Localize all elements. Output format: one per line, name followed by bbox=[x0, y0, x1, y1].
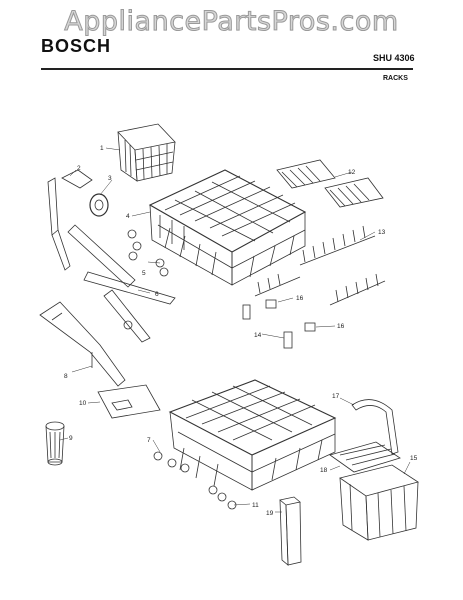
spray-arm-nut bbox=[89, 193, 109, 217]
rack-clips bbox=[242, 299, 316, 349]
callout-12: 12 bbox=[348, 169, 356, 176]
callout-8: 8 bbox=[64, 373, 68, 380]
lower-rack bbox=[168, 379, 337, 491]
callout-9: 9 bbox=[69, 435, 73, 442]
callout-18: 18 bbox=[320, 467, 328, 474]
callout-6: 6 bbox=[155, 291, 159, 298]
callout-19: 19 bbox=[266, 510, 274, 517]
tine-combs bbox=[276, 159, 384, 208]
callout-10: 10 bbox=[79, 400, 87, 407]
fine-filter bbox=[45, 421, 65, 466]
small-container bbox=[279, 496, 302, 566]
callout-11: 11 bbox=[252, 502, 259, 509]
brand-logo: BOSCH bbox=[41, 36, 112, 56]
callout-4: 4 bbox=[126, 213, 130, 220]
callout-16a: 16 bbox=[296, 295, 304, 302]
callout-5: 5 bbox=[142, 270, 146, 277]
callout-15: 15 bbox=[410, 455, 418, 462]
watermark: AppliancePartsPros.com bbox=[64, 6, 399, 38]
lower-spray-arm bbox=[39, 301, 126, 387]
cutlery-basket-small bbox=[117, 123, 176, 182]
lower-rack-wheels bbox=[153, 451, 237, 510]
upper-rack bbox=[148, 169, 307, 286]
upper-rack-wheels bbox=[127, 229, 169, 277]
section-title: RACKS bbox=[383, 75, 408, 82]
callout-17: 17 bbox=[332, 393, 340, 400]
basket-lid bbox=[329, 441, 401, 473]
callout-16b: 16 bbox=[337, 323, 345, 330]
cutlery-basket-large bbox=[339, 464, 419, 541]
callout-7: 7 bbox=[147, 437, 151, 444]
callout-3: 3 bbox=[108, 175, 112, 182]
spray-arm-clip bbox=[47, 169, 93, 271]
rack-handle bbox=[351, 399, 399, 455]
callout-1: 1 bbox=[100, 145, 104, 152]
filter-plate bbox=[97, 384, 161, 419]
model-number: SHU 4306 bbox=[373, 53, 415, 63]
upper-spray-arm bbox=[67, 224, 176, 343]
callout-14: 14 bbox=[254, 332, 262, 339]
callout-2: 2 bbox=[77, 165, 81, 172]
callout-13: 13 bbox=[378, 229, 386, 236]
header-rule bbox=[41, 68, 413, 70]
tine-rows bbox=[254, 225, 386, 306]
